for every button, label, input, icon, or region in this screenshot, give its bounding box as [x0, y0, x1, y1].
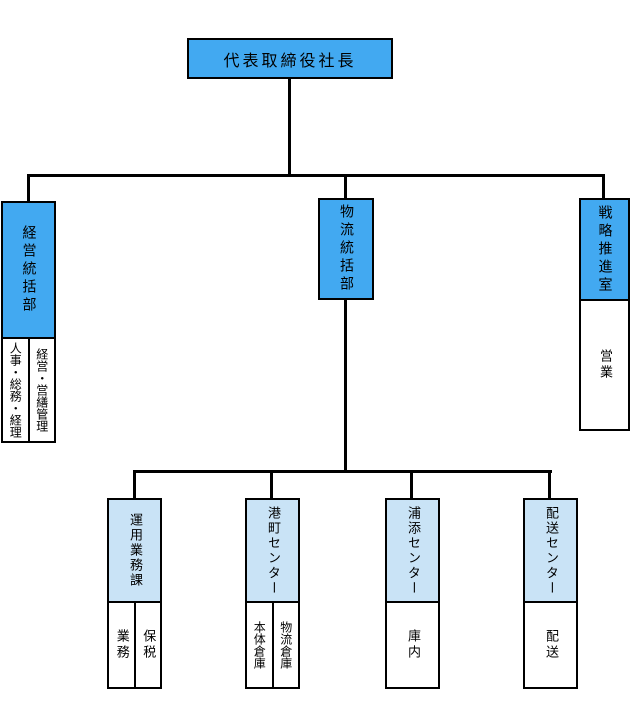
unit-label: 営業 [597, 349, 612, 381]
center-body-urasoe: 庫内 [387, 603, 438, 687]
unit-label: 人事・総務・経理 [8, 342, 23, 438]
unit-label: 配送 [543, 629, 558, 661]
unit-hr-general-accounting: 人事・総務・経理 [3, 339, 28, 441]
connector-logistics-vertical [344, 298, 347, 472]
center-title-label: 配送センター [543, 505, 558, 596]
center-body-minatomachi: 本体倉庫 物流倉庫 [247, 603, 298, 687]
connector-root-vertical [288, 79, 291, 176]
unit-sales: 営業 [581, 301, 628, 429]
unit-hontai-soko: 本体倉庫 [247, 603, 272, 687]
connector-drop-strategy [602, 174, 605, 200]
center-box-minatomachi: 港町センター 本体倉庫 物流倉庫 [245, 498, 300, 689]
dept-title-strategy: 戦略推進室 [581, 200, 628, 301]
center-title-minatomachi: 港町センター [247, 500, 298, 603]
dept-body-management: 人事・総務・経理 経営・営繕管理 [3, 339, 54, 441]
dept-title-logistics: 物流統括部 [320, 200, 372, 298]
dept-title-label: 戦略推進室 [596, 204, 613, 295]
dept-box-logistics: 物流統括部 [318, 198, 374, 300]
center-title-label: 運用業務課 [127, 513, 142, 588]
unit-konai: 庫内 [387, 603, 438, 687]
unit-gyomu: 業務 [109, 603, 134, 687]
connector-drop-minatomachi [270, 470, 273, 500]
dept-body-strategy: 営業 [581, 301, 628, 429]
dept-box-strategy: 戦略推進室 営業 [579, 198, 630, 431]
unit-label: 業務 [113, 629, 129, 661]
center-title-urasoe: 浦添センター [387, 500, 438, 603]
center-body-operations: 業務 保税 [109, 603, 160, 687]
root-box-president: 代表取締役社長 [187, 38, 393, 79]
unit-label: 本体倉庫 [252, 621, 267, 669]
center-box-delivery: 配送センター 配送 [523, 498, 578, 689]
center-body-delivery: 配送 [525, 603, 576, 687]
unit-haiso: 配送 [525, 603, 576, 687]
connector-level1-horizontal [27, 174, 605, 177]
dept-title-label: 経営統括部 [20, 225, 37, 315]
connector-drop-operations [133, 470, 136, 500]
dept-box-management: 経営統括部 人事・総務・経理 経営・営繕管理 [1, 201, 56, 443]
unit-label: 物流倉庫 [278, 621, 293, 669]
center-title-label: 港町センター [265, 505, 280, 596]
unit-hozei: 保税 [133, 603, 161, 687]
center-title-label: 浦添センター [405, 505, 420, 596]
center-title-delivery: 配送センター [525, 500, 576, 603]
connector-drop-management [27, 174, 30, 203]
connector-level2-horizontal [133, 470, 552, 473]
connector-drop-logistics [344, 174, 347, 200]
unit-label: 保税 [140, 629, 156, 661]
connector-drop-delivery [548, 470, 551, 500]
connector-drop-urasoe [410, 470, 413, 500]
center-box-urasoe: 浦添センター 庫内 [385, 498, 440, 689]
dept-title-label: 物流統括部 [338, 204, 354, 294]
unit-butsuryu-soko: 物流倉庫 [271, 603, 299, 687]
center-box-operations: 運用業務課 業務 保税 [107, 498, 162, 689]
unit-label: 経営・営繕管理 [34, 348, 49, 432]
dept-title-management: 経営統括部 [3, 203, 54, 339]
unit-label: 庫内 [405, 629, 420, 661]
root-label: 代表取締役社長 [223, 50, 357, 70]
center-title-operations: 運用業務課 [109, 500, 160, 603]
unit-management-maintenance: 経営・営繕管理 [27, 339, 55, 441]
